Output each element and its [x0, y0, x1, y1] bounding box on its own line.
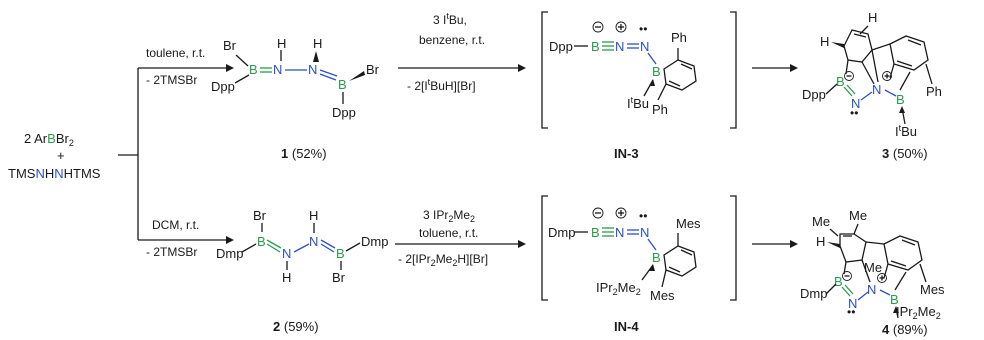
ligand-itbu: ItBu [895, 123, 917, 139]
atom-b: B [591, 225, 600, 240]
compound-4: Me Me H B N •• N Me B Mes Dmp [800, 208, 945, 321]
compound-3: H H B N •• N B Ph Dpp [802, 10, 942, 139]
intermediate-in4: Dmp B N •• N B Mes Mes IPr2Me2 [541, 195, 737, 303]
top-reagent-line1: 3 ItBu, [433, 11, 467, 27]
atom-n: N [848, 296, 857, 311]
top-condition-byproduct: - 2TMSBr [146, 73, 197, 87]
atom-br: Br [253, 208, 267, 223]
atom-h: H [868, 10, 877, 25]
atom-h: H [282, 270, 291, 285]
atom-br: Br [366, 62, 380, 77]
atom-br: Br [332, 270, 346, 285]
atom-mes: Mes [676, 216, 701, 231]
atom-b: B [257, 234, 266, 249]
lone-pair: •• [639, 22, 647, 36]
atom-ph: Ph [671, 30, 687, 45]
atom-n: N [615, 39, 624, 54]
atom-n: N [282, 246, 291, 261]
atom-dpp: Dpp [332, 105, 356, 120]
atom-dmp: Dmp [361, 234, 388, 249]
atom-n: N [640, 39, 649, 54]
top-reagent-line3: - 2[ItBuH][Br] [407, 77, 476, 93]
atom-b: B [834, 274, 843, 289]
atom-h: H [277, 36, 286, 51]
atom-h: H [816, 234, 825, 249]
ligand-ipr2me2: IPr2Me2 [596, 280, 641, 297]
atom-dpp: Dpp [211, 79, 235, 94]
atom-dpp: Dpp [802, 87, 826, 102]
bottom-condition-solvent: DCM, r.t. [152, 218, 199, 232]
compound-3-label: 3 (50%) [882, 146, 928, 161]
product-arrows [752, 64, 798, 248]
compound-2-label: 2 (59%) [273, 319, 319, 334]
atom-b: B [890, 292, 899, 307]
compound-1: Br B Dpp N H N H B Br Dpp [211, 36, 380, 120]
atom-mes: Mes [650, 288, 675, 303]
lone-pair: •• [639, 209, 647, 223]
branch-arrows [118, 64, 234, 244]
atom-br: Br [223, 38, 237, 53]
top-reagent-line2: benzene, r.t. [419, 33, 485, 47]
atom-b: B [652, 250, 661, 265]
atom-ph: Ph [652, 102, 668, 117]
atom-h: H [313, 36, 322, 51]
intermediate-in3: Dpp B N •• N B Ph Ph ItBu [541, 11, 737, 129]
atom-n: N [851, 96, 860, 111]
ligand-itbu: ItBu [627, 95, 649, 111]
bottom-reagent-arrow: 3 IPr2Me2 toluene, r.t. - 2[IPr2Me2H][Br… [395, 208, 526, 268]
atom-b: B [836, 74, 845, 89]
atom-b: B [652, 64, 661, 79]
atom-n: N [867, 282, 876, 297]
in4-label: IN-4 [614, 319, 639, 334]
atom-me: Me [849, 208, 867, 223]
atom-ph: Ph [926, 84, 942, 99]
lone-pair: •• [850, 106, 858, 120]
reactant-hydrazine: TMSNHNHTMS [8, 166, 101, 181]
atom-b: B [896, 92, 905, 107]
bottom-reagent-line3: - 2[IPr2Me2H][Br] [398, 252, 488, 268]
atom-b: B [336, 246, 345, 261]
atom-h: H [309, 208, 318, 223]
starting-materials: 2 ArBBr2 + TMSNHNHTMS [8, 131, 101, 181]
ligand-ipr2me2: IPr2Me2 [896, 304, 941, 321]
atom-me: Me [864, 260, 882, 275]
atom-b: B [591, 39, 600, 54]
atom-n: N [615, 225, 624, 240]
atom-b: B [249, 62, 258, 77]
atom-n: N [640, 225, 649, 240]
compound-2: Br B Dmp N H N H B Dmp Br [216, 208, 388, 285]
atom-n: N [308, 62, 317, 77]
lone-pair: •• [847, 305, 855, 319]
atom-dmp: Dmp [800, 286, 827, 301]
bottom-reagent-line1: 3 IPr2Me2 [423, 208, 475, 224]
atom-me: Me [812, 214, 830, 229]
reactant-arbbr2: 2 ArBBr2 [24, 131, 74, 148]
atom-dmp: Dmp [548, 225, 575, 240]
bottom-reagent-line2: toluene, r.t. [419, 226, 478, 240]
atom-h: H [820, 34, 829, 49]
atom-dmp: Dmp [216, 246, 243, 261]
plus-sign: + [57, 148, 65, 163]
in3-label: IN-3 [614, 146, 639, 161]
top-reagent-arrow: 3 ItBu, benzene, r.t. - 2[ItBuH][Br] [398, 11, 526, 93]
bottom-condition-byproduct: - 2TMSBr [146, 245, 197, 259]
atom-n: N [309, 234, 318, 249]
atom-n: N [273, 62, 282, 77]
atom-mes: Mes [920, 282, 945, 297]
atom-b: B [338, 77, 347, 92]
atom-n: N [872, 82, 881, 97]
compound-1-label: 1 (52%) [281, 146, 327, 161]
compound-4-label: 4 (89%) [882, 322, 928, 337]
top-condition-solvent: toulene, r.t. [146, 46, 205, 60]
atom-dpp: Dpp [549, 39, 573, 54]
